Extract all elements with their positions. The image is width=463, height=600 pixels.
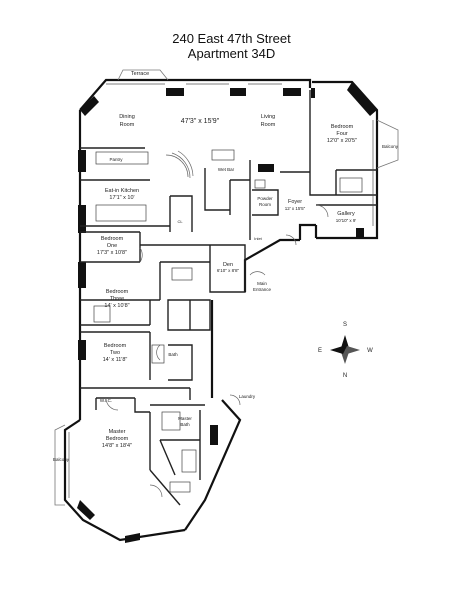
compass-east-label: E bbox=[318, 348, 322, 354]
terrace-label: Terrace bbox=[131, 71, 149, 77]
bedroom-one-dimensions: 17'3" x 10'8" bbox=[97, 250, 127, 256]
living-room-label: Living bbox=[261, 114, 275, 120]
dining-room-label-2: Room bbox=[120, 122, 135, 128]
inlet-label: Inlet bbox=[254, 236, 262, 241]
bedroom-two-label: Bedroom bbox=[104, 343, 127, 349]
wet-bar-label: Wet Bar bbox=[218, 167, 235, 172]
bedroom-two-dimensions: 14' x 11'8" bbox=[103, 357, 128, 363]
bedroom-three-dimensions: 14' x 10'8" bbox=[104, 303, 129, 309]
bath-label: Bath bbox=[168, 352, 178, 357]
compass-south-label: S bbox=[343, 322, 347, 328]
laundry-label: Laundry bbox=[239, 394, 256, 399]
den-dimensions: 6'10" x 8'8" bbox=[217, 268, 240, 273]
great-room-dimensions: 47'3" x 15'9" bbox=[181, 118, 220, 125]
bedroom-three-label-2: Three bbox=[110, 296, 124, 302]
master-bath-label: Master bbox=[178, 416, 192, 421]
outdoor-spaces bbox=[54, 69, 399, 506]
main-entrance-label-2: Entrance bbox=[253, 287, 272, 292]
master-bath-label-2: Bath bbox=[180, 422, 190, 427]
compass-west-point bbox=[345, 346, 360, 354]
dining-room-label: Dining bbox=[119, 114, 135, 120]
bedroom-four-label: Bedroom bbox=[331, 124, 354, 130]
powder-room-label-2: Room bbox=[259, 202, 271, 207]
balcony-right-label: Balcony bbox=[382, 144, 399, 149]
bedroom-four-label-2: Four bbox=[336, 131, 347, 137]
balcony-left-label: Balcony bbox=[53, 457, 70, 462]
door-swings bbox=[105, 150, 329, 498]
powder-room-label: Powder bbox=[257, 196, 273, 201]
living-room-label-2: Room bbox=[261, 122, 276, 128]
compass-east-point bbox=[330, 346, 345, 354]
fixtures bbox=[93, 149, 363, 493]
den-label: Den bbox=[223, 262, 233, 268]
foyer-dimensions: 12' x 15'5" bbox=[285, 206, 306, 211]
exterior-walls bbox=[63, 78, 379, 542]
master-bedroom-dimensions: 14'8" x 18'4" bbox=[102, 443, 132, 449]
compass-rose: S N E W bbox=[318, 322, 373, 379]
compass-north-label: N bbox=[343, 373, 347, 379]
bedroom-two-label-2: Two bbox=[110, 350, 120, 356]
gallery-dimensions: 10'10" x 9' bbox=[336, 218, 357, 223]
foyer-label: Foyer bbox=[288, 199, 302, 205]
apartment-number: Apartment 34D bbox=[187, 46, 276, 61]
bedroom-one-label-2: One bbox=[107, 243, 117, 249]
compass-west-label: W bbox=[367, 348, 373, 354]
eat-in-kitchen-dimensions: 17'1" x 10' bbox=[109, 195, 134, 201]
bedroom-one-label: Bedroom bbox=[101, 236, 124, 242]
bedroom-four-dimensions: 12'0" x 20'5" bbox=[327, 138, 357, 144]
columns bbox=[77, 82, 377, 543]
master-bedroom-label-2: Bedroom bbox=[106, 436, 129, 442]
gallery-label: Gallery bbox=[337, 211, 355, 217]
eat-in-kitchen-label: Eat-in Kitchen bbox=[105, 188, 139, 194]
bedroom-three-label: Bedroom bbox=[106, 289, 129, 295]
main-entrance-label: Main bbox=[257, 281, 267, 286]
closet-label: CL bbox=[177, 219, 183, 224]
windows bbox=[68, 83, 374, 498]
master-bedroom-label: Master bbox=[109, 429, 126, 435]
wic-label: W.I.C. bbox=[100, 398, 112, 403]
interior-walls bbox=[80, 90, 377, 506]
pantry-label: Pantry bbox=[109, 157, 123, 162]
building-address: 240 East 47th Street bbox=[172, 31, 291, 46]
